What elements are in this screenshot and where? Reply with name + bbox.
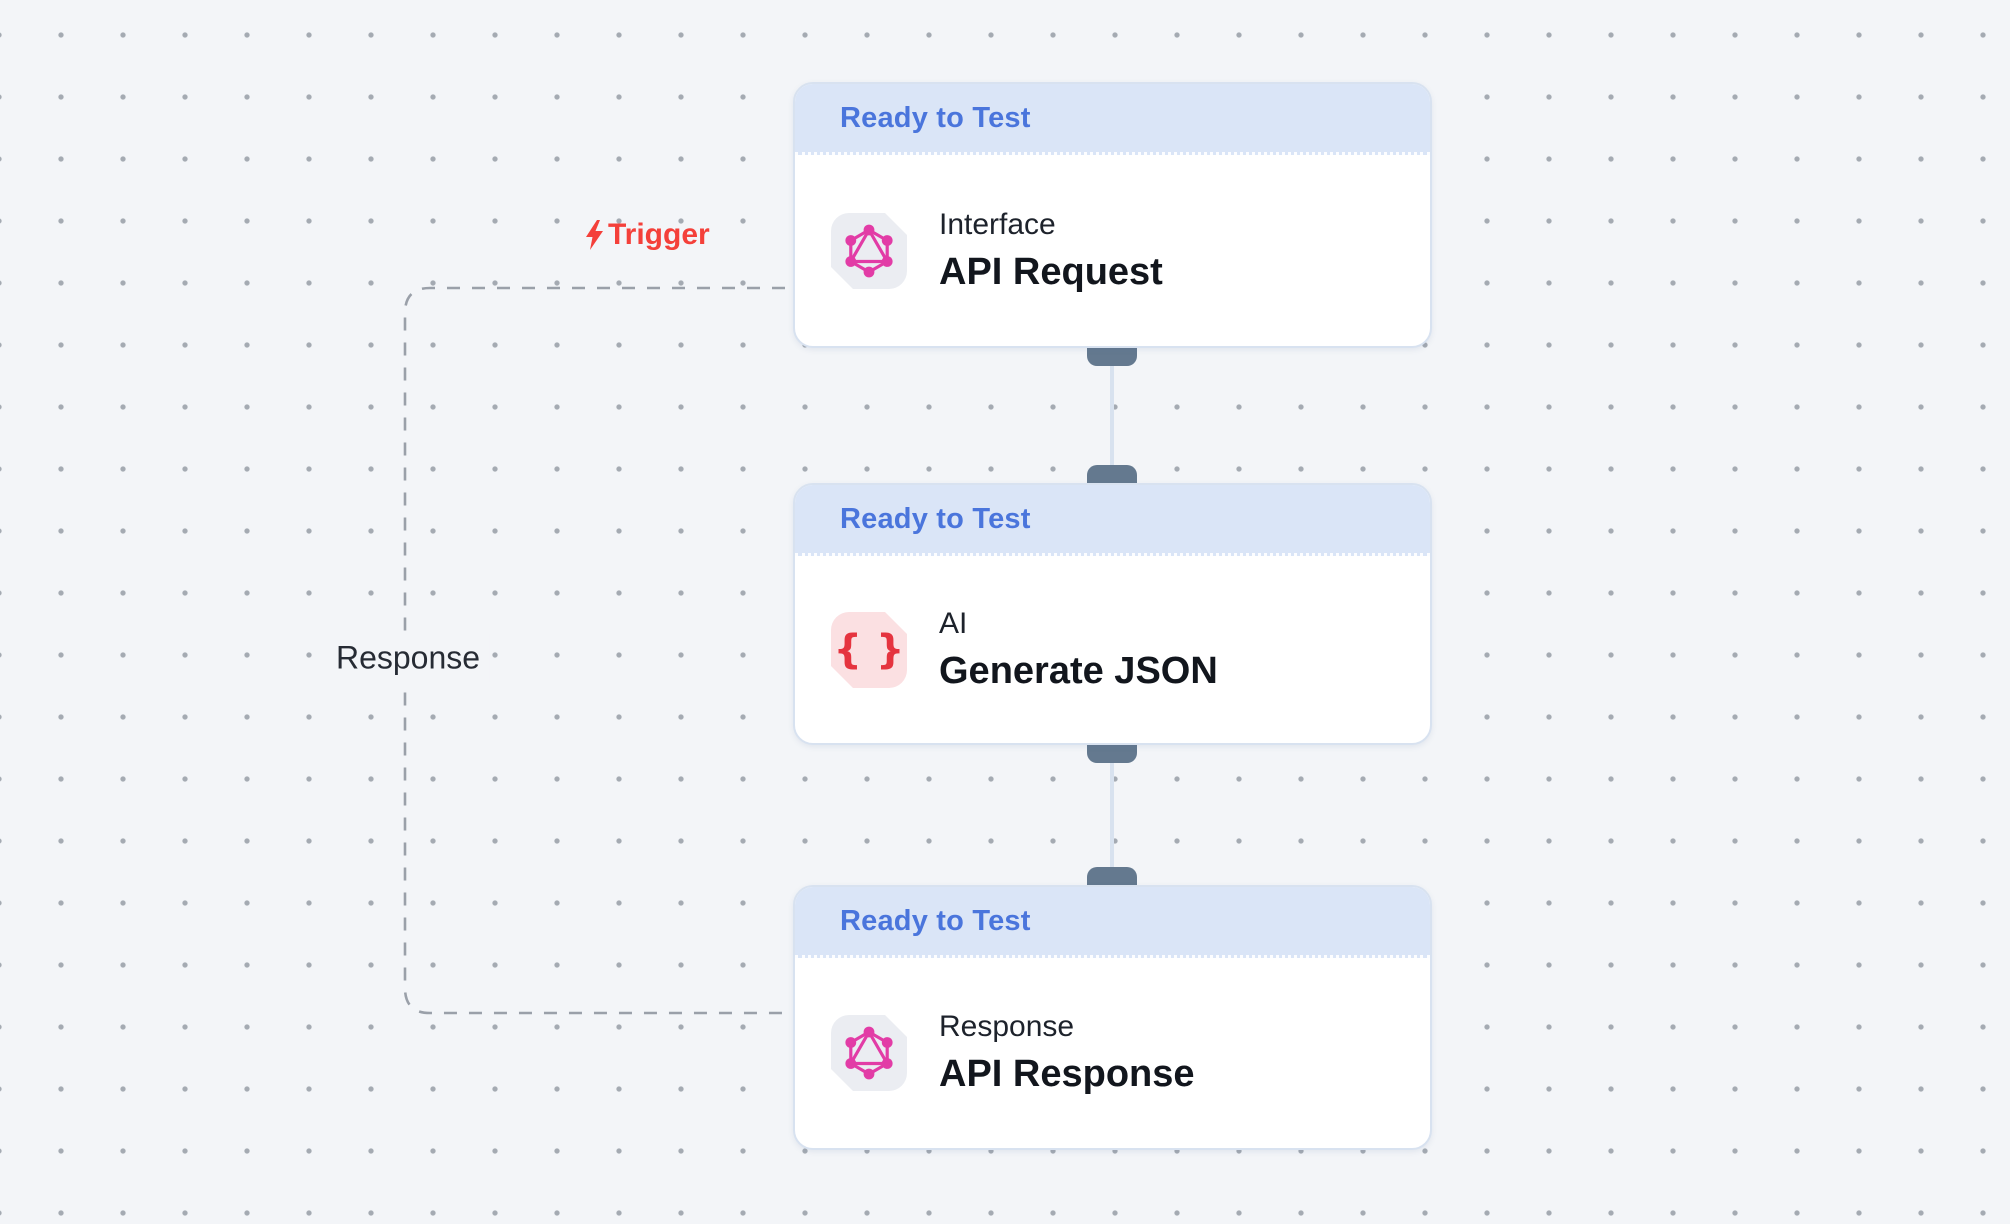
node-title: API Response: [939, 1053, 1195, 1095]
node-body: Response API Response: [795, 958, 1430, 1148]
node-api-response[interactable]: Ready to Test Response API Response: [793, 885, 1432, 1150]
graphql-icon: [831, 1015, 907, 1091]
node-text-block: Response API Response: [939, 1010, 1195, 1096]
braces-glyph: { }: [834, 627, 905, 673]
status-badge: Ready to Test: [840, 904, 1031, 937]
response-edge-label: Response: [325, 633, 491, 683]
node-type-label: Response: [939, 1010, 1075, 1043]
input-handle[interactable]: [1087, 465, 1137, 483]
json-braces-icon: { }: [831, 611, 907, 688]
node-title: Generate JSON: [939, 649, 1218, 692]
node-text-block: AI Generate JSON: [939, 607, 1218, 693]
connector-line: [1110, 350, 1114, 483]
output-handle[interactable]: [1087, 745, 1137, 763]
trigger-label: Trigger: [582, 218, 710, 252]
node-status-header: Ready to Test: [795, 84, 1430, 155]
node-type-label: Interface: [939, 207, 1056, 241]
status-badge: Ready to Test: [840, 502, 1031, 535]
status-badge: Ready to Test: [840, 101, 1031, 134]
node-api-request[interactable]: Ready to Test Interface API Request: [793, 82, 1432, 348]
node-type-label: AI: [939, 606, 968, 640]
node-body: Interface API Request: [795, 155, 1430, 346]
graphql-icon: [831, 212, 907, 289]
lightning-icon: [586, 220, 603, 250]
node-status-header: Ready to Test: [795, 887, 1430, 958]
input-handle[interactable]: [1087, 867, 1137, 885]
node-body: { } AI Generate JSON: [795, 556, 1430, 743]
trigger-label-text: Trigger: [608, 218, 710, 251]
connector-line: [1110, 747, 1114, 885]
node-generate-json[interactable]: Ready to Test { } AI Generate JSON: [793, 483, 1432, 745]
node-title: API Request: [939, 250, 1163, 293]
node-text-block: Interface API Request: [939, 208, 1163, 294]
output-handle[interactable]: [1087, 348, 1137, 366]
node-status-header: Ready to Test: [795, 485, 1430, 556]
